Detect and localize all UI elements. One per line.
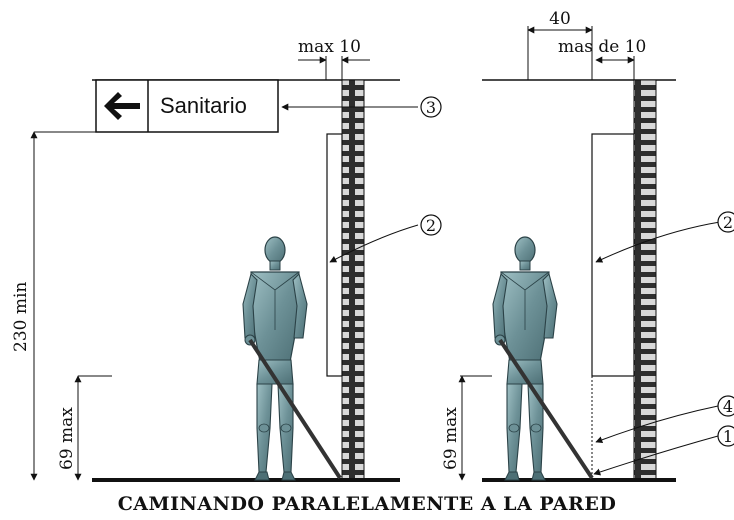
dim-max10: max 10 [298, 37, 361, 57]
callout-1-label: 1 [723, 427, 733, 446]
callout-2-left [420, 214, 442, 236]
callout-4 [717, 395, 734, 417]
wall-panel-right [591, 133, 635, 377]
left-panel: Sanitario max 10 3 2 230 min 69 max [11, 37, 442, 482]
callout-4-label: 4 [723, 397, 733, 416]
callout-3 [420, 96, 442, 118]
dim-mas-de-10: mas de 10 [558, 37, 646, 57]
callout-3-label: 3 [426, 98, 436, 117]
callout-2-left-label: 2 [426, 216, 436, 235]
callout-2-right [717, 211, 734, 233]
brick-wall-left [341, 79, 365, 481]
dim-230min: 230 min [11, 282, 31, 352]
sign-text: Sanitario [160, 93, 247, 118]
dim-69max-right: 69 max [441, 407, 461, 470]
right-panel: 40 mas de 10 2 4 1 69 max [441, 9, 734, 482]
human-figure-left [242, 236, 342, 481]
wall-panel-left [326, 133, 343, 377]
brick-wall-right [633, 79, 657, 481]
human-figure-right [492, 236, 594, 481]
callout-2-right-label: 2 [723, 213, 733, 232]
arrow-left-icon [104, 92, 140, 120]
dim-69max-left: 69 max [57, 407, 77, 470]
diagram-caption: CAMINANDO PARALELAMENTE A LA PARED [118, 493, 617, 515]
callout-1 [717, 425, 734, 447]
dim-40: 40 [549, 9, 571, 29]
